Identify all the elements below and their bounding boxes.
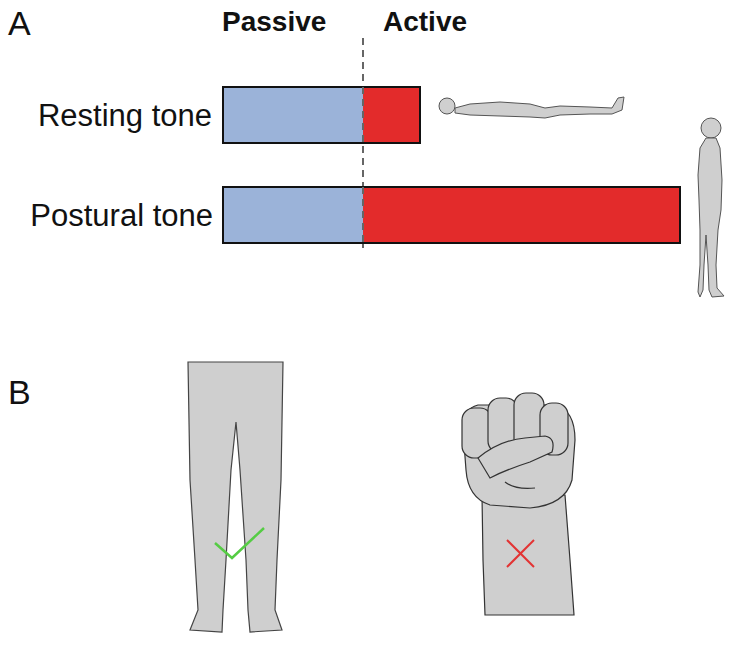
active-bar [363,87,420,143]
standing-figure [698,118,724,297]
active-bar [363,187,680,243]
fist-figure [462,393,575,615]
divider-line [362,87,364,143]
passive-bar [223,87,363,143]
legs-figure [188,362,283,632]
check-mark [215,528,264,558]
panel-letter: B [8,375,31,409]
column-heading: Passive [222,8,326,36]
divider-line [362,187,364,243]
cross-mark [507,540,534,567]
bar-outline [223,187,680,243]
bar-outline [223,87,420,143]
passive-bar [223,187,363,243]
column-heading: Active [383,8,467,36]
row-label: Postural tone [30,200,213,231]
panel-letter: A [8,6,31,40]
cross-mark [507,540,534,567]
row-label: Resting tone [38,100,212,131]
lying-figure [439,97,624,118]
